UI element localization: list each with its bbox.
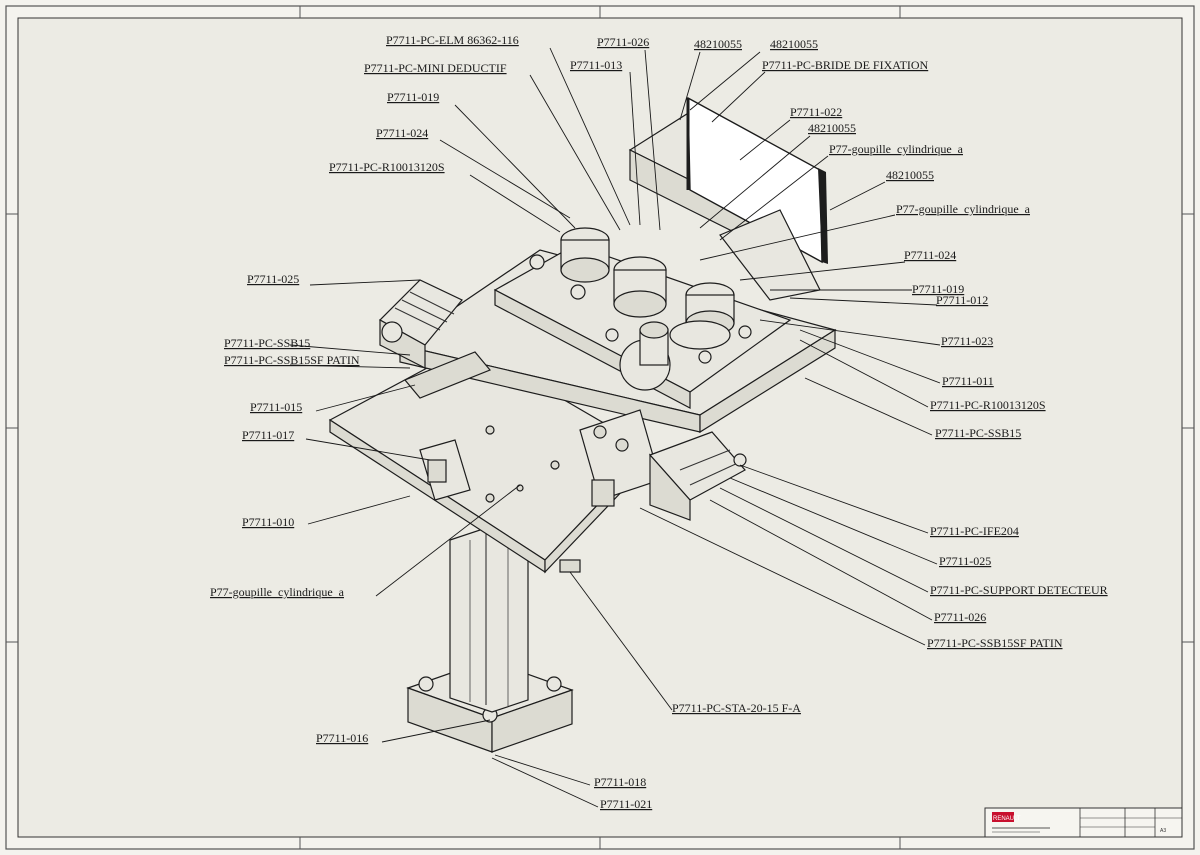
callout-label: P7711-025 [939, 554, 991, 568]
callout-label: P77-goupille_cylindrique_a [896, 202, 1031, 216]
callout-label: P7711-PC-SUPPORT DETECTEUR [930, 583, 1108, 597]
callout-label: P7711-026 [597, 35, 649, 49]
callout-label: P7711-PC-STA-20-15 F-A [672, 701, 801, 715]
leader-lines [289, 47, 941, 808]
callout-label: P7711-016 [316, 731, 368, 745]
callout-label: P77-goupille_cylindrique_a [829, 142, 964, 156]
sheet-size: A3 [1160, 828, 1166, 834]
upper-plate-front-right [699, 328, 836, 434]
callout-label: P7711-PC-ELM 86362-116 [386, 33, 519, 47]
callout-label: P7711-PC-BRIDE DE FIXATION [762, 58, 929, 72]
callout-labels: P7711-PC-ELM 86362-116 P7711-026 4821005… [210, 33, 1108, 811]
callout-label: P7711-025 [247, 272, 299, 286]
callout-label: P7711-026 [934, 610, 986, 624]
callout-label: P7711-018 [594, 775, 646, 789]
callout-label: P77-goupille_cylindrique_a [210, 585, 345, 599]
callout-label: P7711-PC-SSB15SF PATIN [927, 636, 1063, 650]
callout-label: 48210055 [694, 37, 742, 51]
callout-label: P7711-022 [790, 105, 842, 119]
callout-label: P7711-019 [912, 282, 964, 296]
callout-label: 48210055 [770, 37, 818, 51]
callout-label: P7711-019 [387, 90, 439, 104]
callout-label: 48210055 [886, 168, 934, 182]
callout-label: P7711-023 [941, 334, 993, 348]
base-plate-right [491, 689, 573, 753]
callout-label: P7711-PC-SSB15SF PATIN [224, 353, 360, 367]
callout-label: P7711-PC-SSB15 [935, 426, 1021, 440]
callout-label: 48210055 [808, 121, 856, 135]
callout-label: P7711-PC-R10013120S [930, 398, 1046, 412]
callout-label: P7711-015 [250, 400, 302, 414]
assembly-drawing [328, 96, 837, 753]
company-logo [992, 812, 1014, 822]
callout-label: P7711-024 [904, 248, 956, 262]
callout-label: P7711-PC-SSB15 [224, 336, 310, 350]
callout-label: P7711-PC-IFE204 [930, 524, 1019, 538]
title-block: RENAULT A3 [984, 807, 1183, 838]
base-screw [418, 676, 434, 692]
callout-label: P7711-PC-R10013120S [329, 160, 445, 174]
base-screw [546, 676, 562, 692]
callout-label: P7711-024 [376, 126, 428, 140]
logo-text: RENAULT [993, 816, 1021, 822]
zone-ticks [6, 6, 1194, 849]
callout-label: P7711-021 [600, 797, 652, 811]
callout-label: P7711-017 [242, 428, 294, 442]
callout-label: P7711-011 [942, 374, 994, 388]
callout-label: P7711-PC-MINI DEDUCTIF [364, 61, 507, 75]
callout-label: P7711-012 [936, 293, 988, 307]
column [449, 527, 529, 713]
callout-label: P7711-013 [570, 58, 622, 72]
callout-label: P7711-010 [242, 515, 294, 529]
